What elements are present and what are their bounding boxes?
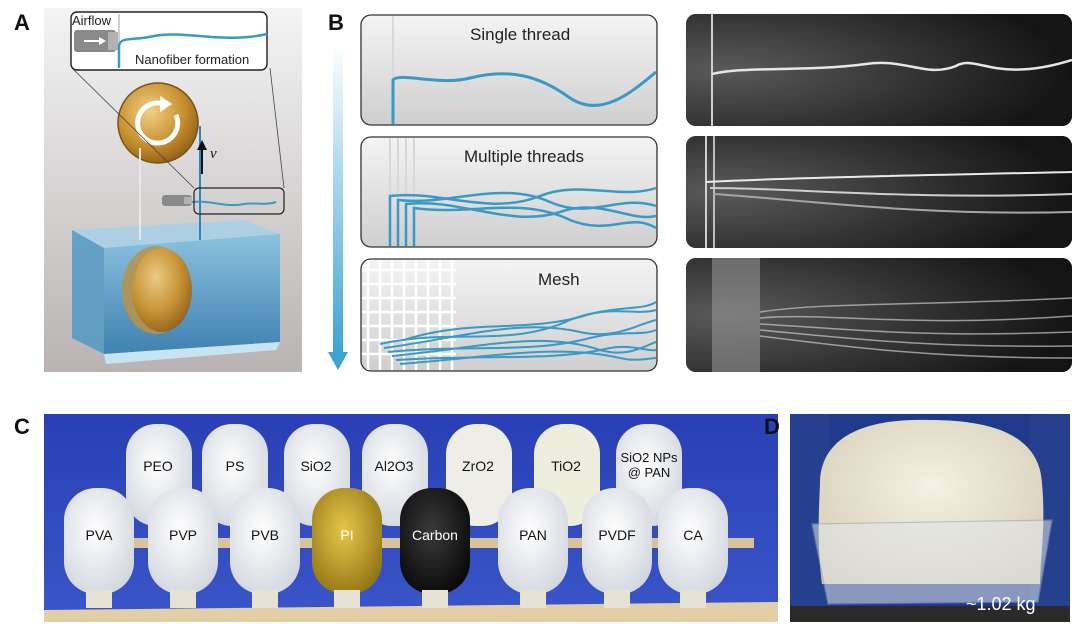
jar-label-pvp: PVP (168, 527, 197, 543)
schematic-single-thread: Single thread (360, 14, 658, 126)
jar-label-pvb: PVB (250, 527, 279, 543)
photo-mesh (686, 258, 1072, 372)
jar-label-peo: PEO (143, 458, 173, 474)
jar-label-pva: PVA (85, 527, 113, 543)
jar-label-zro2: ZrO2 (462, 458, 494, 474)
progression-arrow (328, 44, 348, 372)
row-title-mesh: Mesh (538, 270, 580, 289)
schematic-multiple-threads: Multiple threads (360, 136, 658, 248)
velocity-label: v (210, 146, 217, 162)
jar-label-sio2-nps-pan: SiO2 NPs @ PAN (620, 450, 678, 480)
panel-letter-a: A (14, 10, 30, 35)
jar-label-tio2: TiO2 (551, 458, 581, 474)
jar-label-pi: PI (340, 527, 354, 543)
schematic-mesh: Mesh (360, 258, 658, 372)
front-row-jars (64, 488, 728, 594)
jar-label-carbon: Carbon (412, 527, 458, 543)
water-tank (72, 220, 280, 364)
panel-c-photo: PEO PS SiO2 Al2O3 ZrO2 TiO2 SiO2 NPs @ P… (44, 414, 778, 622)
airflow-label: Airflow (72, 13, 112, 28)
jar-label-al2o3: Al2O3 (374, 458, 414, 474)
photo-single-thread (686, 14, 1072, 126)
row-title-single-thread: Single thread (470, 25, 571, 44)
jar-label-sio2: SiO2 (300, 458, 332, 474)
panel-letter-d: D (764, 414, 780, 439)
photo-multiple-threads (686, 136, 1072, 248)
panel-a-scene (44, 8, 302, 372)
air-nozzle (162, 195, 192, 206)
jar-label-ca: CA (683, 527, 703, 543)
panel-a-illustration: Airflow Nanofiber formation v (44, 8, 302, 372)
jar-label-pan: PAN (519, 527, 547, 543)
jar-label-pvdf: PVDF (598, 527, 636, 543)
panel-letter-c: C (14, 414, 30, 439)
panel-letter-b: B (328, 10, 344, 35)
jar-label-ps: PS (225, 458, 245, 474)
mass-label: ~1.02 kg (966, 594, 1036, 614)
rotating-collector (117, 82, 199, 164)
panel-d-photo: ~1.02 kg (790, 414, 1070, 622)
nanofiber-formation-label: Nanofiber formation (135, 52, 250, 67)
inset-zoom-box (70, 11, 268, 71)
row-title-multiple-threads: Multiple threads (464, 147, 585, 166)
